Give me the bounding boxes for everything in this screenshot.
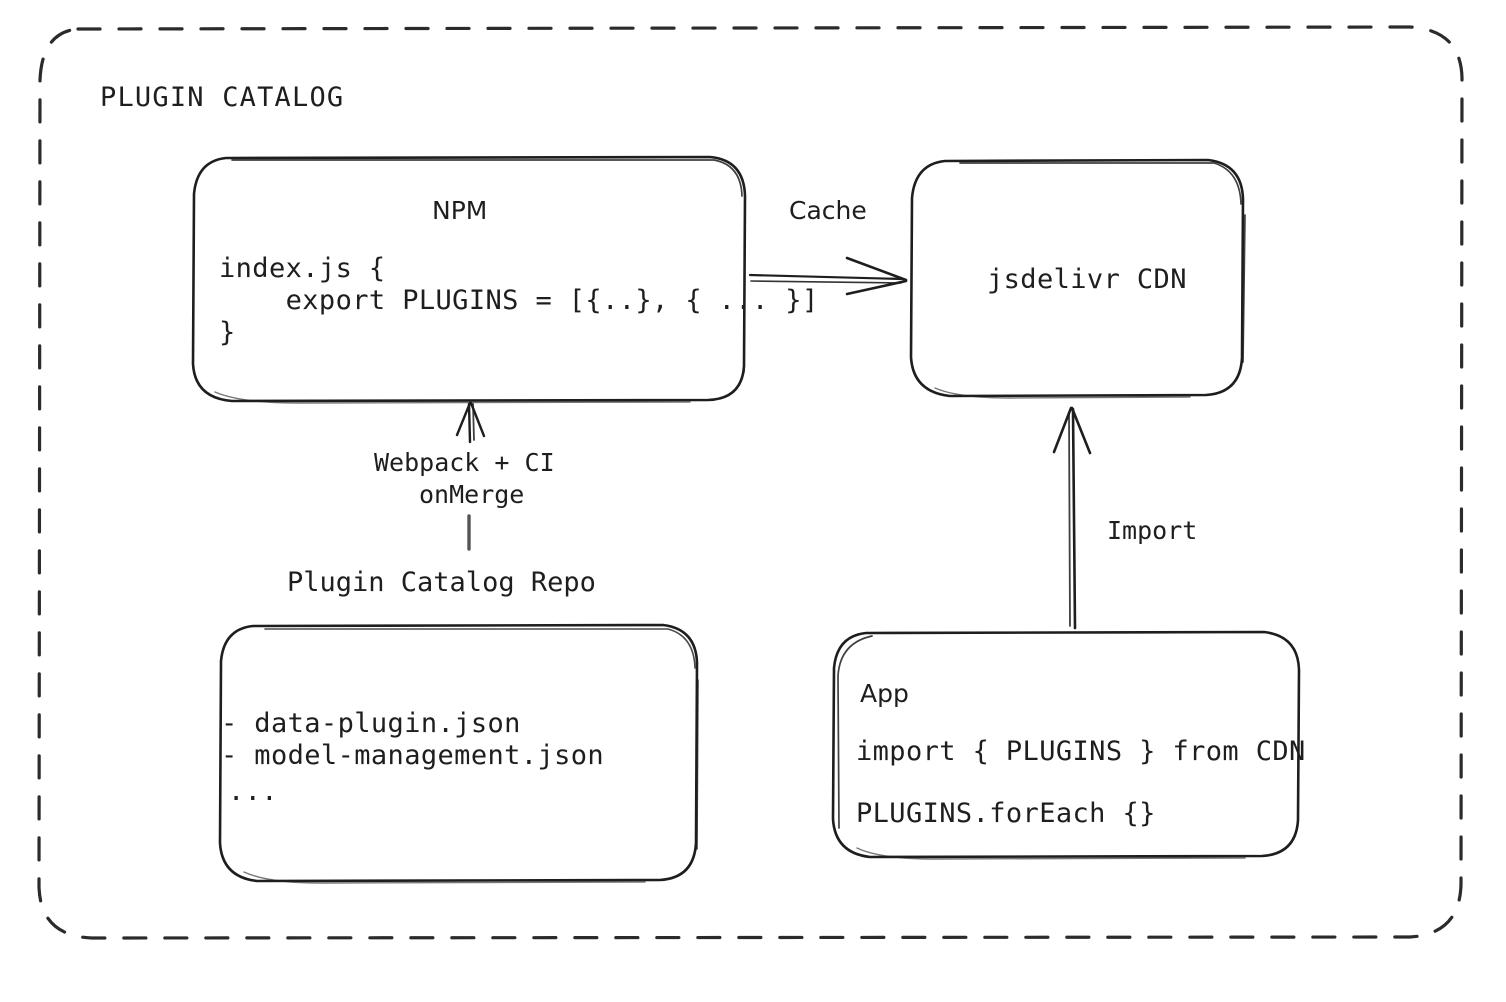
edge-label-onmerge: onMerge xyxy=(419,480,525,509)
repo-file-line-1: - data-plugin.json xyxy=(221,708,521,739)
edge-app-to-cdn xyxy=(1052,406,1092,630)
edge-label-cache: Cache xyxy=(789,196,867,225)
container-title: PLUGIN CATALOG xyxy=(100,82,345,113)
cdn-box-title: jsdelivr CDN xyxy=(987,264,1187,295)
edge-label-import: Import xyxy=(1107,516,1198,545)
npm-code-line-2: export PLUGINS = [{..}, { ... }] xyxy=(219,285,819,316)
app-code-line-2: PLUGINS.forEach {} xyxy=(856,798,1156,829)
npm-code-line-3: } xyxy=(219,317,236,348)
app-code-line-1: import { PLUGINS } from CDN xyxy=(856,736,1306,767)
repo-box-caption: Plugin Catalog Repo xyxy=(287,567,596,598)
repo-file-line-2: - model-management.json xyxy=(221,740,605,771)
edge-label-webpack-ci: Webpack + CI xyxy=(374,448,555,477)
app-box-title: App xyxy=(860,679,909,708)
npm-code-line-1: index.js { xyxy=(219,253,386,284)
npm-box-title: NPM xyxy=(432,196,488,225)
repo-file-line-3: ... xyxy=(228,776,278,807)
